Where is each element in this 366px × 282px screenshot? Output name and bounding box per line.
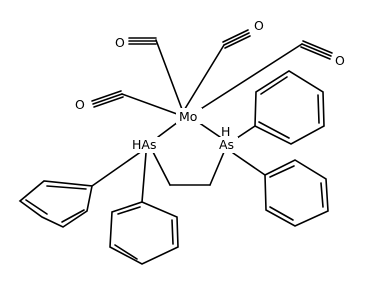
co-triple-4a bbox=[92, 93, 123, 105]
as-right-hydrogen-label: H bbox=[221, 124, 230, 139]
ring-a-double-3 bbox=[46, 185, 87, 190]
mo-c-bond-3 bbox=[195, 43, 303, 113]
co-triple-3c bbox=[300, 46, 331, 60]
as-left-atom-label: HAs bbox=[132, 137, 156, 152]
mo-c-bond-4 bbox=[121, 93, 178, 115]
ring-d-double-3 bbox=[269, 206, 294, 221]
o2-label-bg bbox=[253, 18, 265, 33]
ring-b-double-2 bbox=[114, 244, 138, 260]
as-right-atom-label: As bbox=[219, 137, 234, 152]
carbonyl-bonds bbox=[121, 39, 303, 115]
metal-arsenic-bonds bbox=[157, 121, 221, 138]
ring-c-double-1 bbox=[260, 76, 288, 95]
mo-c-bond-2 bbox=[182, 44, 225, 113]
carbonyl-oxygen-label-4: O bbox=[75, 97, 85, 112]
carbonyl-oxygen-label-3: O bbox=[335, 53, 345, 68]
as-left-phenyl-a-bond bbox=[91, 150, 143, 187]
ch2-as-right-bond bbox=[209, 151, 225, 186]
co-triple-3a bbox=[301, 43, 332, 57]
ring-b-double-1 bbox=[171, 219, 174, 245]
ring-d-double-1 bbox=[269, 165, 295, 178]
co-triple-3b bbox=[302, 40, 333, 54]
phenyl-ring-left-b bbox=[109, 201, 179, 265]
co-triple-bonds bbox=[91, 29, 333, 108]
as-right-label-bg bbox=[218, 137, 238, 153]
mo-as-left-bond bbox=[157, 121, 179, 138]
o3-label-bg bbox=[334, 53, 346, 68]
arsenic-phenyl-bonds bbox=[91, 125, 266, 203]
as-ch2-left-bond bbox=[151, 149, 171, 186]
phenyl-ring-right-a bbox=[254, 70, 325, 145]
co-triple-2c bbox=[222, 29, 249, 43]
co-triple-2a bbox=[223, 32, 250, 46]
mo-c-bond-1 bbox=[155, 39, 184, 113]
as-right-phenyl-a-bond bbox=[236, 125, 256, 139]
ring-c-double-3 bbox=[258, 121, 290, 139]
mo-atom-label: Mo bbox=[179, 109, 197, 124]
o1-label-bg bbox=[114, 35, 126, 50]
mo-label-bg bbox=[176, 108, 202, 124]
o4-label-bg bbox=[74, 97, 86, 112]
ethylene-bridge bbox=[151, 149, 225, 186]
atom-labels: Mo HAs As H O O O O bbox=[74, 18, 346, 153]
carbonyl-oxygen-label-2: O bbox=[254, 18, 264, 33]
as-left-label-bg bbox=[132, 137, 161, 153]
ring-a-double-1 bbox=[61, 209, 85, 223]
mo-as-right-bond bbox=[197, 121, 221, 138]
co-triple-2b bbox=[224, 35, 251, 49]
ring-d-double-2 bbox=[320, 182, 324, 208]
phenyl-ring-right-b bbox=[264, 159, 329, 227]
phenyl-ring-left-a bbox=[18, 180, 93, 228]
ring-a-double-2 bbox=[25, 199, 48, 215]
ring-c-double-2 bbox=[317, 94, 320, 124]
co-triple-4c bbox=[93, 96, 124, 108]
co-triple-4b bbox=[91, 90, 122, 102]
carbonyl-oxygen-label-1: O bbox=[115, 35, 125, 50]
as-right-phenyl-b-bond bbox=[232, 152, 266, 176]
ring-b-double-3 bbox=[117, 206, 141, 215]
as-left-phenyl-b-bond bbox=[141, 152, 147, 203]
